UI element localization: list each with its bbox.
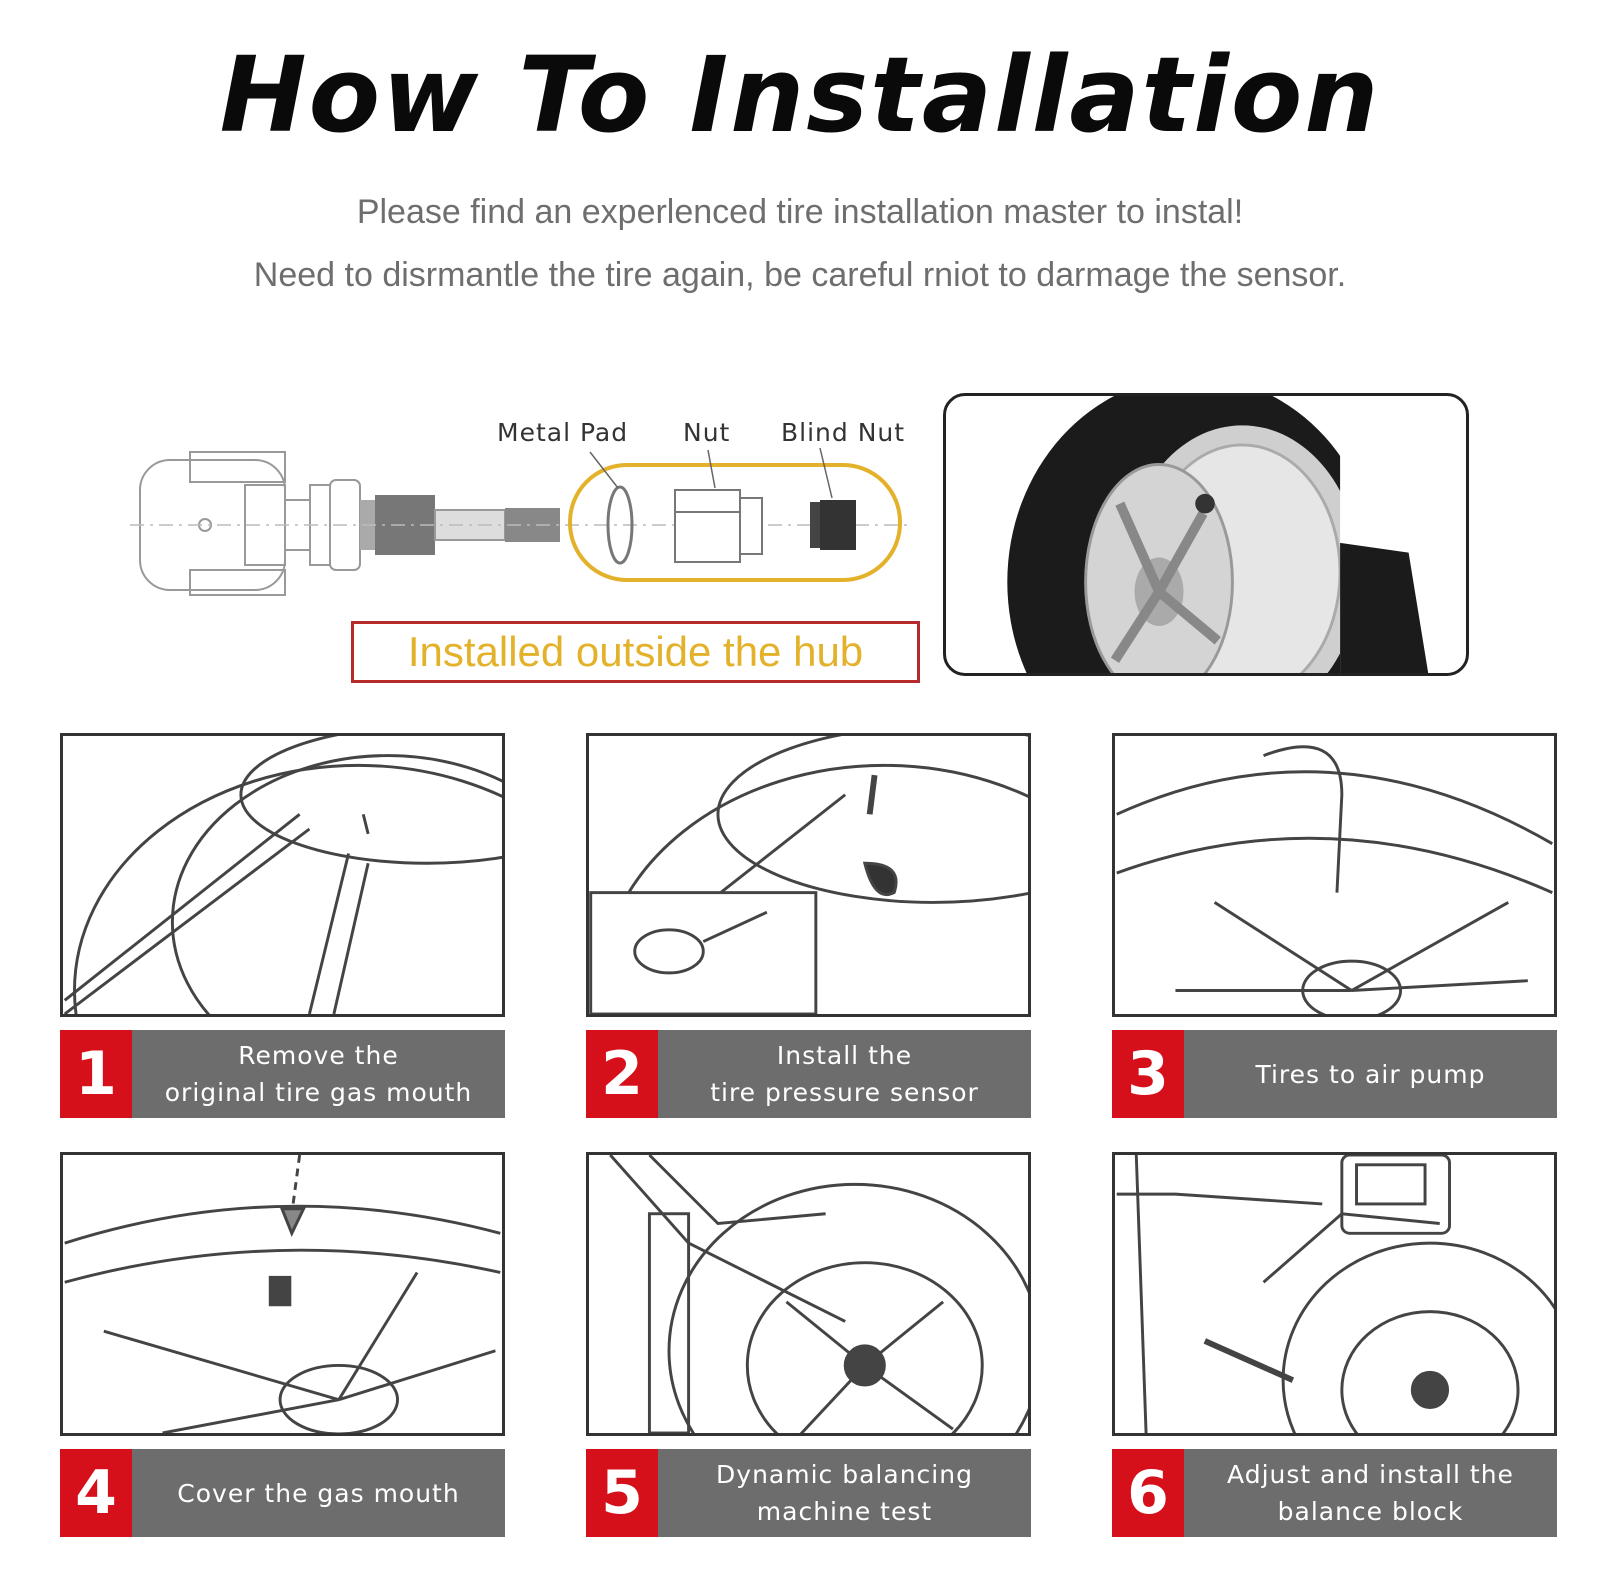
step-4-caption: 4 Cover the gas mouth <box>60 1449 505 1537</box>
step-4-illustration <box>60 1152 505 1436</box>
step-3-number: 3 <box>1112 1030 1184 1118</box>
tire-rim-photo <box>943 393 1469 676</box>
step-2-caption: 2 Install the tire pressure sensor <box>586 1030 1031 1118</box>
step-1-number: 1 <box>60 1030 132 1118</box>
step-6-text-line2: balance block <box>1277 1497 1464 1526</box>
step-3-text-line1: Tires to air pump <box>1255 1059 1486 1089</box>
sensor-exploded-diagram <box>130 447 910 596</box>
step-4-number: 4 <box>60 1449 132 1537</box>
step-1-illustration <box>60 733 505 1017</box>
step-3-illustration <box>1112 733 1557 1017</box>
step-2-number: 2 <box>586 1030 658 1118</box>
step-2-text-line1: Install the <box>776 1041 913 1070</box>
label-metal-pad: Metal Pad <box>497 418 629 447</box>
step-6-caption: 6 Adjust and install the balance block <box>1112 1449 1557 1537</box>
step-6-number: 6 <box>1112 1449 1184 1537</box>
step-5-illustration <box>586 1152 1031 1436</box>
step-1-caption: 1 Remove the original tire gas mouth <box>60 1030 505 1118</box>
step-4-text-line1: Cover the gas mouth <box>177 1478 460 1508</box>
step-6-text-line1: Adjust and install the <box>1227 1460 1514 1489</box>
subtitle-line-1: Please find an experlenced tire installa… <box>356 193 1244 231</box>
step-5-number: 5 <box>586 1449 658 1537</box>
subtitle-line-2: Need to disrmantle the tire again, be ca… <box>253 256 1347 294</box>
installed-outside-hub-note: Installed outside the hub <box>351 621 920 683</box>
step-6-illustration <box>1112 1152 1557 1436</box>
step-2-text-line2: tire pressure sensor <box>710 1078 979 1107</box>
step-1-text-line1: Remove the <box>238 1041 399 1070</box>
step-2-illustration <box>586 733 1031 1017</box>
step-5-text-line1: Dynamic balancing <box>716 1460 973 1489</box>
step-5-caption: 5 Dynamic balancing machine test <box>586 1449 1031 1537</box>
page-title: How To Installation <box>219 34 1381 156</box>
step-3-caption: 3 Tires to air pump <box>1112 1030 1557 1118</box>
step-1-text-line2: original tire gas mouth <box>164 1078 473 1107</box>
label-nut: Nut <box>683 418 731 447</box>
step-5-text-line2: machine test <box>756 1497 933 1526</box>
label-blind-nut: Blind Nut <box>781 418 906 447</box>
